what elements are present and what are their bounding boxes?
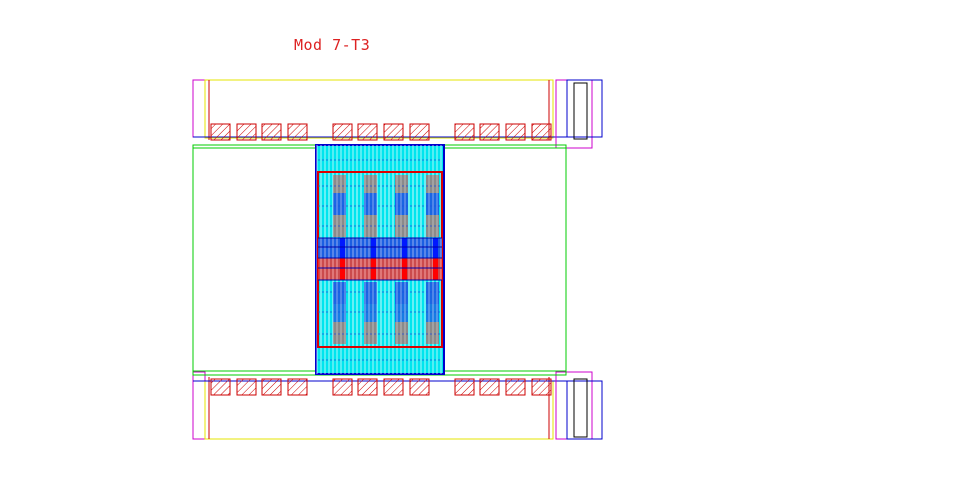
top-contact-bar bbox=[573, 82, 588, 140]
hatched-pad bbox=[210, 378, 231, 396]
bus-via-blue bbox=[340, 238, 345, 258]
hatched-pad bbox=[236, 378, 257, 396]
hatched-pad bbox=[332, 123, 353, 141]
hatched-pad bbox=[287, 378, 308, 396]
hatched-pad bbox=[505, 378, 526, 396]
bus-via-red bbox=[402, 258, 407, 280]
top-hatched-pads bbox=[210, 123, 552, 141]
hatched-pad bbox=[357, 378, 378, 396]
hatched-pad bbox=[236, 123, 257, 141]
hatched-pad bbox=[409, 378, 430, 396]
hatched-pad bbox=[383, 378, 404, 396]
hatched-pad bbox=[383, 123, 404, 141]
hatched-pad bbox=[479, 123, 500, 141]
center-device-array bbox=[315, 144, 445, 375]
bus-via-red bbox=[433, 258, 438, 280]
bottom-contact-bar bbox=[573, 378, 588, 438]
top-left-magenta-tab bbox=[192, 79, 206, 138]
bus-via-blue bbox=[433, 238, 438, 258]
bottom-left-magenta-tab bbox=[192, 371, 206, 440]
hatched-pad bbox=[357, 123, 378, 141]
layout-title: Mod 7-T3 bbox=[294, 36, 371, 54]
hatched-pad bbox=[454, 378, 475, 396]
hatched-pad bbox=[261, 378, 282, 396]
bottom-hatched-pads bbox=[210, 378, 552, 396]
bus-via-red bbox=[371, 258, 376, 280]
hatched-pad bbox=[261, 123, 282, 141]
bus-via-blue bbox=[402, 238, 407, 258]
hatched-pad bbox=[210, 123, 231, 141]
hatched-pad bbox=[479, 378, 500, 396]
hatched-pad bbox=[531, 378, 552, 396]
bus-lines bbox=[318, 159, 442, 361]
right-contact-stack-bottom bbox=[555, 371, 603, 440]
hatched-pad bbox=[409, 123, 430, 141]
bottom-pad-row bbox=[192, 371, 600, 440]
bus-via-red bbox=[340, 258, 345, 280]
top-pad-row bbox=[192, 79, 600, 141]
top-yellow-outline bbox=[204, 79, 554, 139]
bottom-yellow-outline bbox=[204, 380, 554, 440]
right-contact-stack-top bbox=[555, 79, 603, 149]
bus-via-blue bbox=[371, 238, 376, 258]
hatched-pad bbox=[287, 123, 308, 141]
hatched-pad bbox=[505, 123, 526, 141]
hatched-pad bbox=[454, 123, 475, 141]
hatched-pad bbox=[531, 123, 552, 141]
hatched-pad bbox=[332, 378, 353, 396]
